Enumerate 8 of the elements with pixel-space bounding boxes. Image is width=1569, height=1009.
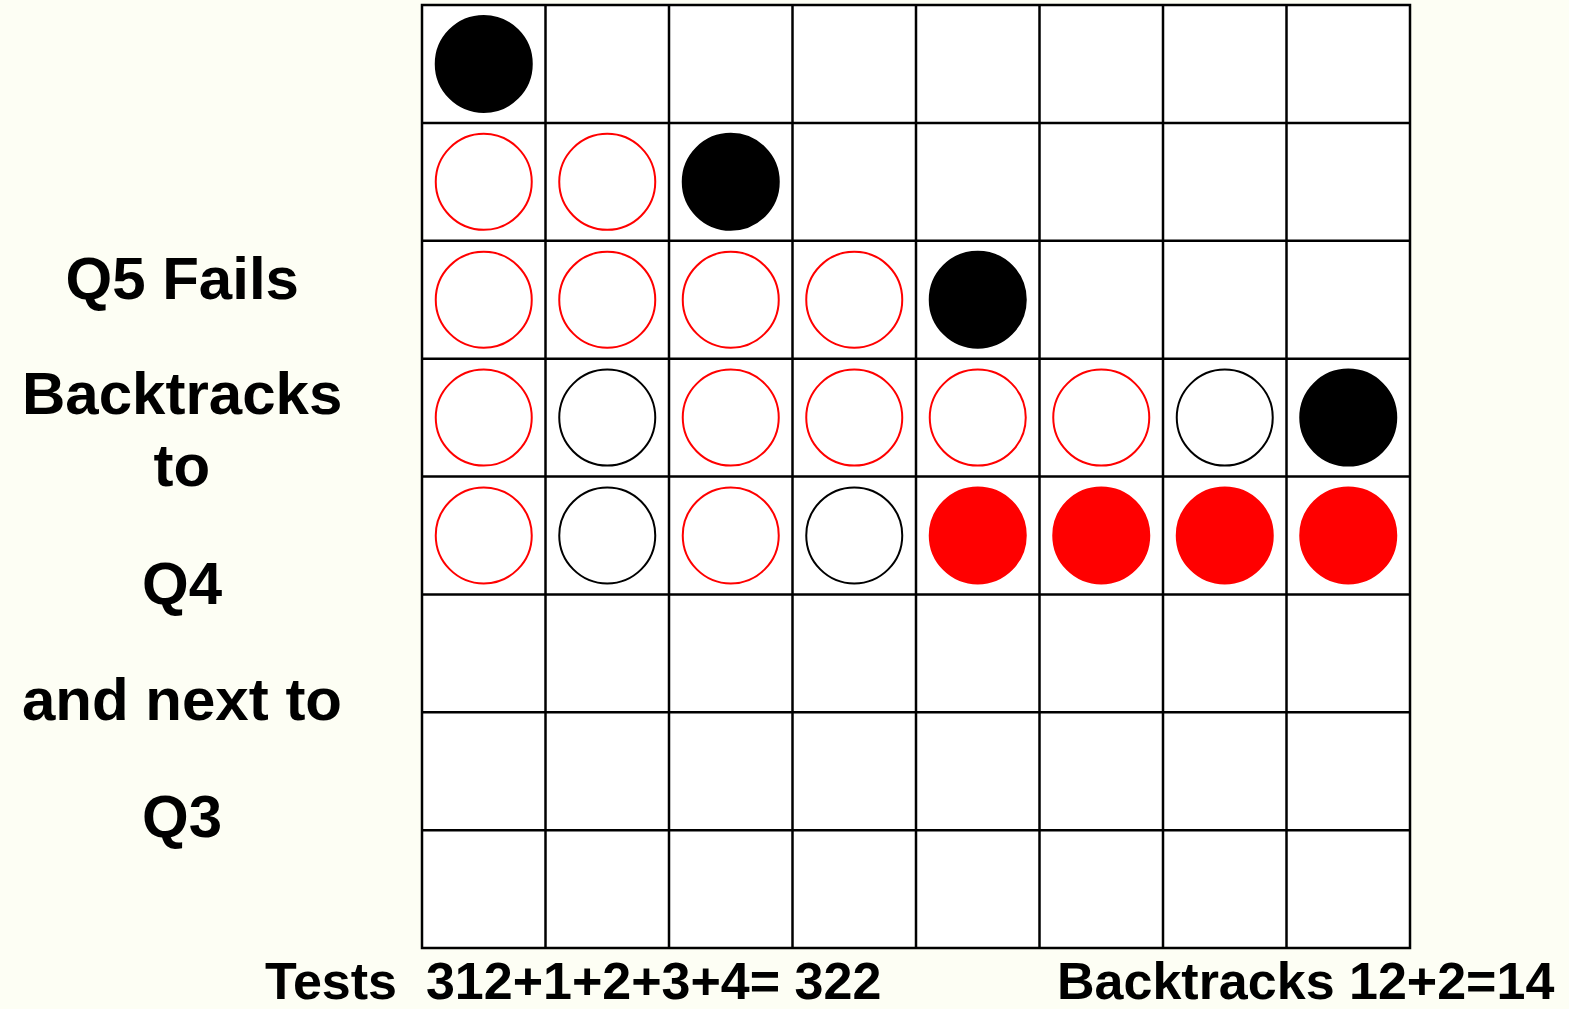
count-text: Tests 312+1+2+3+4= 322 xyxy=(265,955,882,1007)
note-text: Backtracks xyxy=(22,364,343,424)
count-text: Backtracks 12+2=14 xyxy=(1057,955,1555,1007)
note-text: Q4 xyxy=(142,554,223,614)
note-text: Q5 Fails xyxy=(65,249,299,309)
note-text: to xyxy=(153,436,211,496)
note-text: Q3 xyxy=(142,787,223,847)
note-text: and next to xyxy=(22,670,342,730)
